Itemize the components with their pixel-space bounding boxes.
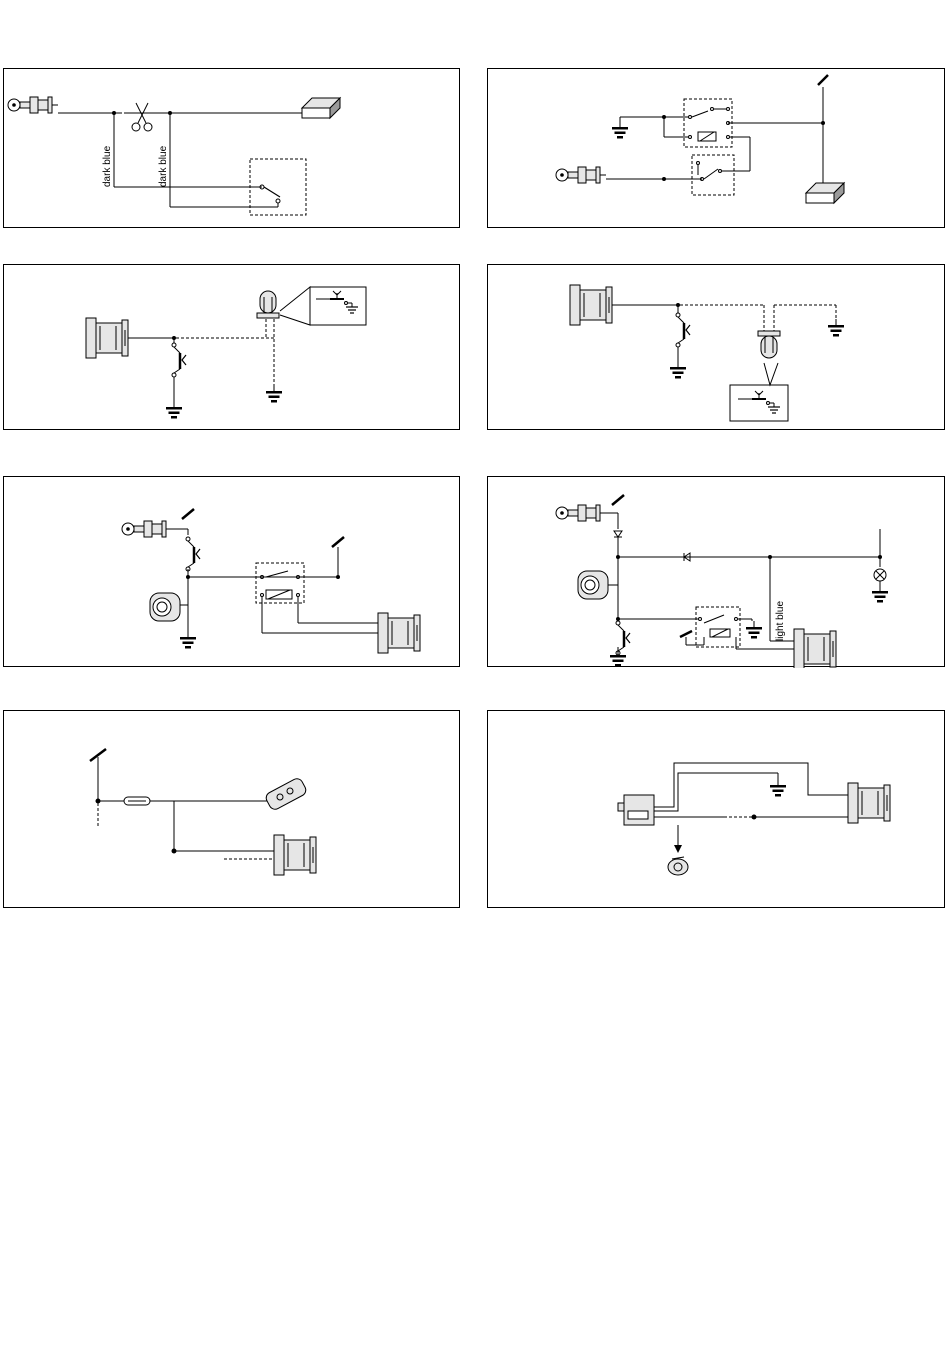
scissors-icon xyxy=(122,103,152,131)
connector-icon xyxy=(274,835,316,875)
diagram-panel-3 xyxy=(3,264,460,430)
connector-icon xyxy=(848,783,890,823)
led-icon xyxy=(257,291,279,318)
connector-icon xyxy=(570,285,612,325)
lamp-icon xyxy=(874,569,886,581)
diagram-panel-6: light blue xyxy=(487,476,945,667)
ground-icon xyxy=(828,319,844,337)
connector-icon xyxy=(378,613,420,653)
ground-icon xyxy=(872,585,888,603)
ignition-key-icon xyxy=(122,521,172,537)
diagram-panel-1: dark blue dark blue xyxy=(3,68,460,228)
push-switch-icon xyxy=(172,343,186,377)
ground-icon xyxy=(610,649,626,667)
diagram-panel-7 xyxy=(3,710,460,908)
ground-icon xyxy=(166,401,182,419)
diagram-panel-8 xyxy=(487,710,945,908)
connector-icon xyxy=(86,318,128,358)
diode-icon xyxy=(614,531,622,537)
push-switch-icon xyxy=(676,313,690,347)
switch-icon xyxy=(260,185,280,207)
connector-icon xyxy=(794,629,836,668)
ignition-key-icon xyxy=(556,167,606,183)
ground-icon xyxy=(612,121,628,139)
sensor-module-icon xyxy=(618,795,654,825)
wire-label-light-blue: light blue xyxy=(775,601,786,641)
diagram-panel-5 xyxy=(3,476,460,667)
ground-icon xyxy=(180,631,196,649)
siren-icon xyxy=(150,593,180,621)
ignition-key-icon xyxy=(556,505,606,521)
ignition-key-icon xyxy=(8,97,58,113)
led-switch-icon xyxy=(738,391,780,413)
speaker-icon xyxy=(668,857,688,875)
wire-label-2: dark blue xyxy=(158,145,169,187)
led-switch-icon xyxy=(316,291,358,313)
fuse-icon xyxy=(124,797,150,805)
control-unit-icon xyxy=(806,183,844,203)
ground-icon xyxy=(770,779,786,797)
diagram-panel-4 xyxy=(487,264,945,430)
push-switch-icon xyxy=(186,537,200,571)
led-icon xyxy=(758,331,780,358)
control-unit-icon xyxy=(302,98,340,118)
ground-icon xyxy=(746,621,762,639)
relay-icon xyxy=(261,571,300,599)
ground-icon xyxy=(266,385,282,403)
relay-icon xyxy=(698,132,716,141)
ground-icon xyxy=(670,361,686,379)
relay-icon xyxy=(699,615,738,637)
remote-icon xyxy=(264,777,308,812)
siren-icon xyxy=(578,571,608,599)
wire-label-1: dark blue xyxy=(102,145,113,187)
diagram-panel-2 xyxy=(487,68,945,228)
